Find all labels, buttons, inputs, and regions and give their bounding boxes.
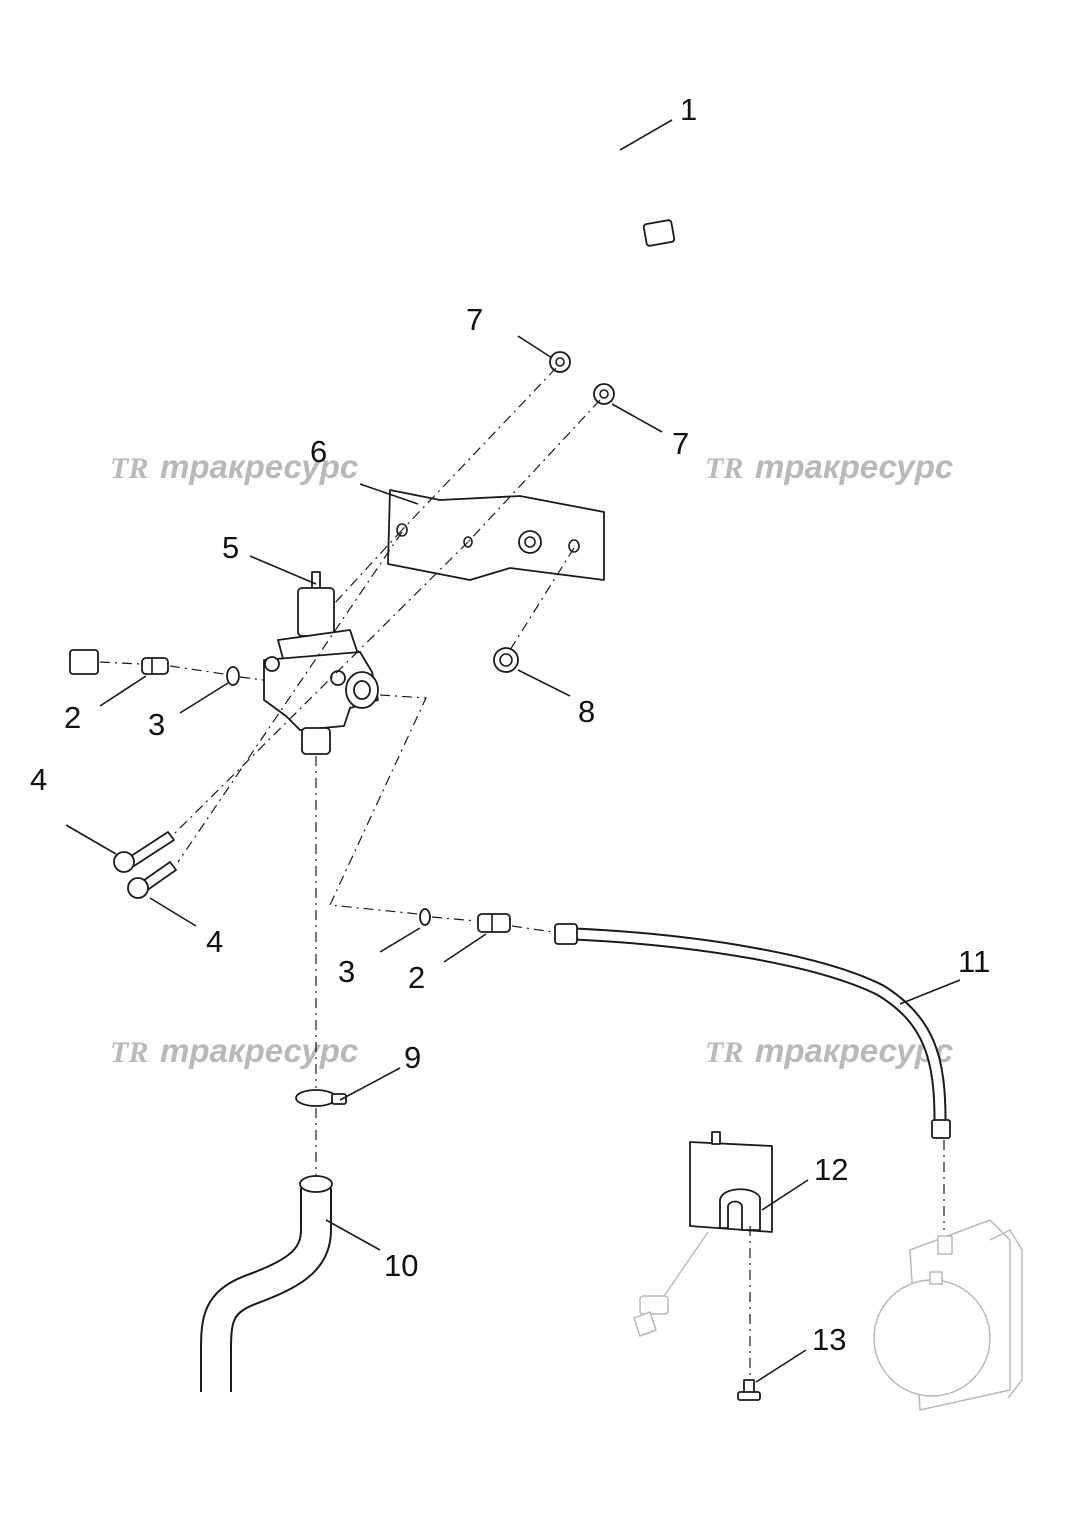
watermark-bottom-left: TR тракресурс — [110, 1032, 358, 1069]
callout-labels: 1 2 3 4 4 5 6 7 7 8 3 2 11 9 10 12 13 — [30, 92, 990, 1357]
part-13-screw — [737, 1379, 761, 1401]
callout-7-upper: 7 — [466, 302, 483, 337]
part-3-oring-lower — [419, 908, 431, 926]
part-4-bolts — [113, 831, 177, 899]
watermark-text: тракресурс — [160, 448, 358, 485]
callout-11: 11 — [958, 944, 990, 979]
part-12-bracket — [689, 1131, 773, 1233]
callout-10: 10 — [384, 1248, 418, 1283]
assembly-lines — [99, 367, 945, 1376]
callout-2-upper: 2 — [64, 700, 81, 735]
callout-1: 1 — [680, 92, 697, 127]
watermark-top-left: TR тракресурс — [110, 448, 358, 485]
callout-4-upper: 4 — [30, 762, 47, 797]
callout-4-lower: 4 — [206, 924, 223, 959]
part-7-nuts — [549, 351, 615, 405]
part-5-valve — [263, 571, 379, 755]
watermark-text: тракресурс — [160, 1032, 358, 1069]
part-2-fitting-lower — [477, 913, 511, 933]
ghost-tank — [873, 1219, 1023, 1411]
callout-8: 8 — [578, 694, 595, 729]
callout-5: 5 — [222, 530, 239, 565]
part-10-pipe — [200, 1175, 333, 1392]
callout-7-lower: 7 — [672, 426, 689, 461]
callout-3-lower: 3 — [338, 954, 355, 989]
callout-13: 13 — [812, 1322, 846, 1357]
watermark-logo: TR — [110, 452, 148, 485]
callout-12: 12 — [814, 1152, 848, 1187]
watermark-top-right: TR тракресурс — [705, 448, 953, 485]
part-2-fitting-upper — [141, 657, 169, 675]
part-1-hose — [45, 70, 676, 675]
watermark-text: тракресурс — [755, 448, 953, 485]
part-3-oring-upper — [226, 666, 240, 686]
callout-2-lower: 2 — [408, 960, 425, 995]
ghost-cable — [633, 1231, 709, 1337]
callout-6: 6 — [310, 434, 327, 469]
part-11-hose — [554, 923, 951, 1139]
part-8-bolt — [493, 647, 519, 673]
leader-lines — [65, 119, 961, 1383]
part-9-clamp — [295, 1089, 347, 1107]
watermark-logo: TR — [705, 452, 743, 485]
part-6-bracket — [387, 489, 605, 581]
callout-9: 9 — [404, 1040, 421, 1075]
callout-3-upper: 3 — [148, 707, 165, 742]
watermark-bottom-right: TR тракресурс — [705, 1032, 953, 1069]
watermark-logo: TR — [705, 1036, 743, 1069]
watermark-logo: TR — [110, 1036, 148, 1069]
